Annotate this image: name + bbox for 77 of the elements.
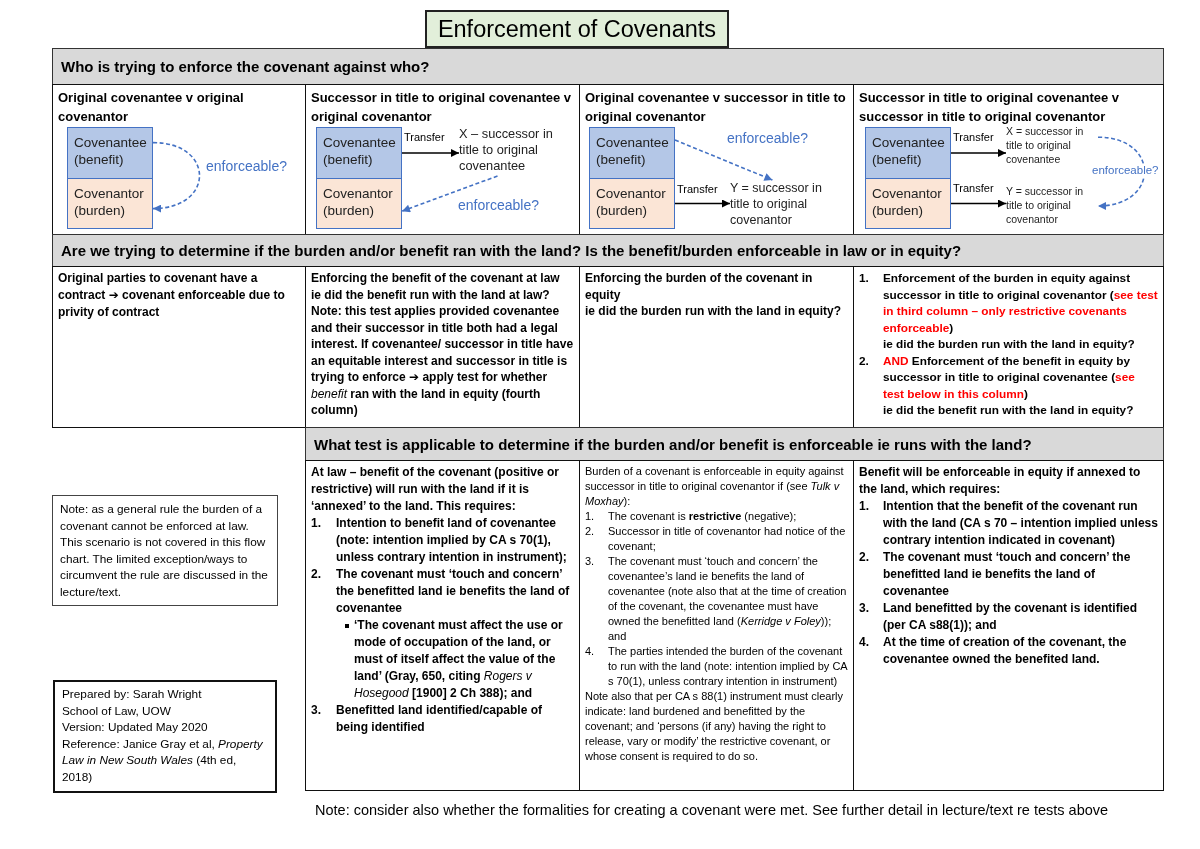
party-box: Covenantee (benefit) — [865, 127, 951, 179]
paragraph: Note also that per CA s 88(1) instrument must clearly indicate: land burdened and benefitted by the covenant; and ‘persons (if any) having the right to release, vary or modify’ the restrictive covenant, or whose consent is required to do so. — [585, 689, 844, 764]
list-item: Successor in title of covenantor had notice of the covenant; — [608, 524, 847, 554]
list-item: Intention to benefit land of covenantee (note: intention implied by CA s 70(1), unless contrary intention in instrument); — [336, 515, 568, 566]
successor-label: Y = successor in title to original covenantor — [730, 180, 836, 230]
party-box: Covenantee (benefit) — [67, 127, 153, 179]
list-item: The covenant must ‘touch and concern’ the covenantee’s land ie benefits the land of covenantee (note also that at the time of creation of the covenant, the covenantee must have owned the benefitted land (Kerridge v Foley)); and — [608, 554, 848, 644]
party-box: Covenantor (burden) — [865, 178, 951, 229]
list-number: 3. — [859, 601, 869, 615]
successor-label: Y = successor in title to original covenantor — [1006, 184, 1098, 228]
scenario-heading: Original covenantee v original covenantor — [58, 89, 245, 126]
paragraph: Note: this test applies provided covenantee and their successor in title both had a legal interest. If covenantee/ successor in title have an equitable interest and successor in title is trying to enforce ➔ apply test for whether benefit ran with the land in equity (fourth column) — [311, 303, 574, 419]
list-number: 1. — [859, 271, 869, 285]
credit-line: Reference: Janice Gray et al, Property Law in New South Wales (4th ed, 2018) — [62, 735, 264, 785]
scenario-heading: Successor in title to original covenantee v successor in title to original covenantor — [859, 89, 1121, 126]
list-item: Land benefitted by the covenant is identified (per CA s88(1)); and — [883, 600, 1139, 634]
list-item: Enforcement of the burden in equity against successor in title to original covenantor (see test in third column – only restrictive covenants enforceable) — [883, 270, 1158, 336]
paragraph: ie did the burden run with the land in equity? — [585, 303, 842, 320]
paragraph: Enforcing the benefit of the covenant at law — [311, 270, 561, 287]
party-box: Covenantee (benefit) — [316, 127, 402, 179]
edge-label: enforceable? — [1092, 164, 1159, 178]
list-item: The covenant must ‘touch and concern’ the benefitted land ie benefits the land of covenantee — [883, 549, 1132, 600]
paragraph: Original parties to covenant have a contract ➔ covenant enforceable due to privity of contract — [58, 270, 286, 321]
credit-line: School of Law, UOW — [62, 702, 172, 719]
credit-line: Version: Updated May 2020 — [62, 719, 209, 736]
dashed-arrow — [152, 141, 201, 212]
list-item: Intention that the benefit of the covenant run with the land (CA s 70 – intention implied unless contrary intention indicated in covenant) — [883, 498, 1158, 549]
dashed-arrow — [401, 175, 499, 213]
list-number: 1. — [585, 510, 595, 522]
scenario-heading: Original covenantee v successor in title to original covenantor — [585, 89, 847, 126]
table-cell — [52, 266, 306, 428]
list-number: 2. — [311, 567, 321, 581]
dashed-arrow — [674, 139, 774, 181]
list-item: Benefitted land identified/capable of being identified — [336, 702, 544, 736]
paragraph: Benefit will be enforceable in equity if annexed to the land, which requires: — [859, 464, 1142, 498]
arrow — [674, 199, 731, 208]
paragraph: At law – benefit of the covenant (positive or restrictive) will run with the land if it is ‘annexed’ to the land. This requires: — [311, 464, 561, 515]
paragraph: ie did the burden run with the land in equity? — [882, 336, 1136, 353]
section-header: What test is applicable to determine if the burden and/or benefit is enforceable ie runs with the land? — [305, 427, 1164, 461]
list-item: The covenant is restrictive (negative); — [608, 509, 798, 524]
party-box: Covenantor (burden) — [589, 178, 675, 229]
list-item: AND Enforcement of the benefit in equity by successor in title to original covenantee (see test below in this column) — [883, 352, 1136, 402]
footer-note: Note: consider also whether the formalities for creating a covenant were met. See further detail in lecture/text re tests above — [315, 802, 1109, 818]
list-item: At the time of creation of the covenant, the covenantee owned the benefited land. — [883, 634, 1128, 668]
arrow — [401, 149, 460, 157]
list-number: 2. — [859, 550, 869, 564]
party-box: Covenantor (burden) — [316, 178, 402, 229]
scenario-heading: Successor in title to original covenantee v original covenantor — [311, 89, 573, 126]
arrow — [950, 149, 1007, 157]
table-cell — [579, 460, 854, 791]
table-cell — [305, 460, 580, 791]
table-cell — [853, 460, 1164, 791]
title-banner: Enforcement of Covenants — [425, 10, 729, 48]
list-number: 1. — [311, 516, 321, 530]
successor-label: X – successor in title to original covenantee — [459, 126, 569, 176]
credits-card — [53, 680, 277, 793]
list-number: 2. — [585, 525, 595, 537]
arrow — [950, 199, 1007, 208]
credit-line: Prepared by: Sarah Wright — [62, 686, 203, 703]
list-item: The covenant must ‘touch and concern’ the benefitted land ie benefits the land of covenantee — [336, 566, 571, 617]
section-header: Are we trying to determine if the burden and/or benefit ran with the land? Is the benefit/burden enforceable in law or in equity? — [52, 234, 1164, 267]
party-box: Covenantee (benefit) — [589, 127, 675, 179]
list-number: 3. — [585, 555, 595, 567]
party-box: Covenantor (burden) — [67, 178, 153, 229]
list-item: The parties intended the burden of the covenant to run with the land (note: intention implied by CA s 70(1), unless contrary intention in instrument) — [608, 644, 848, 689]
note-card: Note: as a general rule the burden of a covenant cannot be enforced at law. This scenario is not covered in this flow chart. The limited exception/ways to circumvent the rule are discussed in the lecture/text. — [52, 495, 278, 606]
paragraph: ie did the benefit run with the land at law? — [311, 286, 551, 303]
list-number: 3. — [311, 703, 321, 717]
paragraph: ie did the benefit run with the land in equity? — [882, 402, 1135, 419]
list-number: 1. — [859, 499, 869, 513]
paragraph: Burden of a covenant is enforceable in equity against successor in title to original covenantor if (see Tulk v Moxhay): — [585, 464, 845, 509]
dashed-arrow — [1097, 136, 1146, 210]
section-header: Who is trying to enforce the covenant against who? — [52, 48, 1164, 85]
list-number: 4. — [585, 645, 595, 657]
list-number: 4. — [859, 635, 869, 649]
list-item: ‘The covenant must affect the use or mode of occupation of the land, or must of itself affect the value of the land’ (Gray, 650, citing Rogers v Hosegood [1900] 2 Ch 388); and — [354, 617, 564, 702]
list-number: 2. — [859, 353, 869, 368]
